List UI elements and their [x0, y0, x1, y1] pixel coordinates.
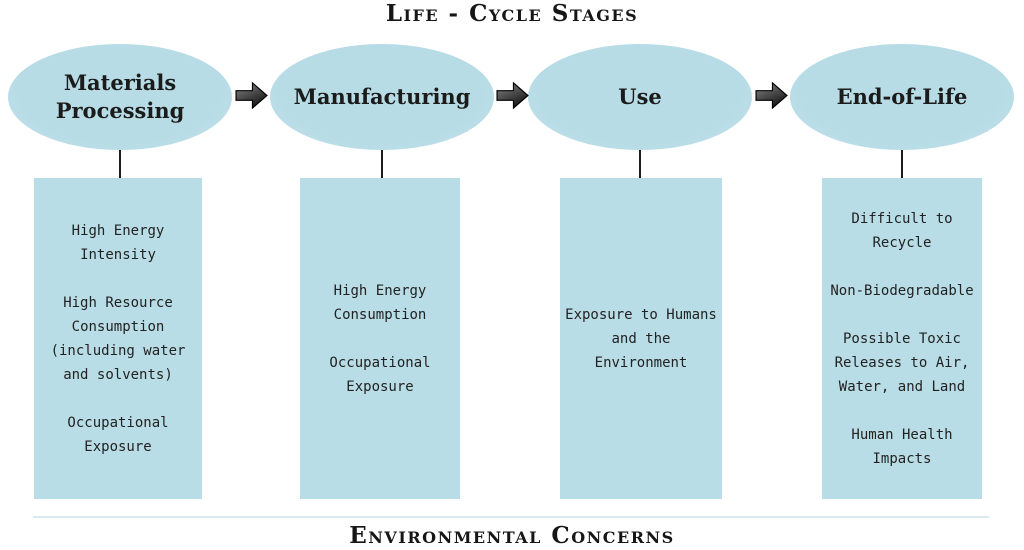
concern-box-end-of-life: Difficult to Recycle Non-Biodegradable P… — [822, 178, 982, 499]
concern-box-manufacturing: High Energy Consumption Occupational Exp… — [300, 178, 460, 499]
stage-label: Materials Processing — [55, 69, 185, 123]
stage-ellipse-use: Use — [528, 44, 752, 150]
stage-label: End-of-Life — [836, 83, 968, 109]
concern-list: Difficult to Recycle Non-Biodegradable P… — [830, 210, 974, 467]
connector-line — [119, 150, 121, 178]
concern-list: High Energy Intensity High Resource Cons… — [50, 222, 186, 455]
stage-ellipse-end-of-life: End-of-Life — [790, 44, 1014, 150]
concern-list: Exposure to Humans and the Environment — [565, 306, 717, 371]
stage-label: Manufacturing — [293, 83, 471, 109]
stage-ellipse-materials-processing: Materials Processing — [8, 44, 232, 150]
concern-box-use: Exposure to Humans and the Environment — [560, 178, 722, 499]
concern-box-materials-processing: High Energy Intensity High Resource Cons… — [34, 178, 202, 499]
diagram-title: Life - Cycle Stages — [385, 0, 639, 27]
diagram-footer-title: Environmental Concerns — [349, 522, 675, 549]
connector-line — [639, 150, 641, 178]
stage-ellipse-manufacturing: Manufacturing — [270, 44, 494, 150]
concern-list: High Energy Consumption Occupational Exp… — [329, 282, 431, 395]
connector-line — [381, 150, 383, 178]
connector-line — [901, 150, 903, 178]
divider-line — [33, 516, 989, 518]
flow-arrow-icon — [755, 81, 788, 110]
stage-label: Use — [618, 83, 662, 109]
flow-arrow-icon — [496, 81, 529, 110]
flow-arrow-icon — [235, 81, 268, 110]
